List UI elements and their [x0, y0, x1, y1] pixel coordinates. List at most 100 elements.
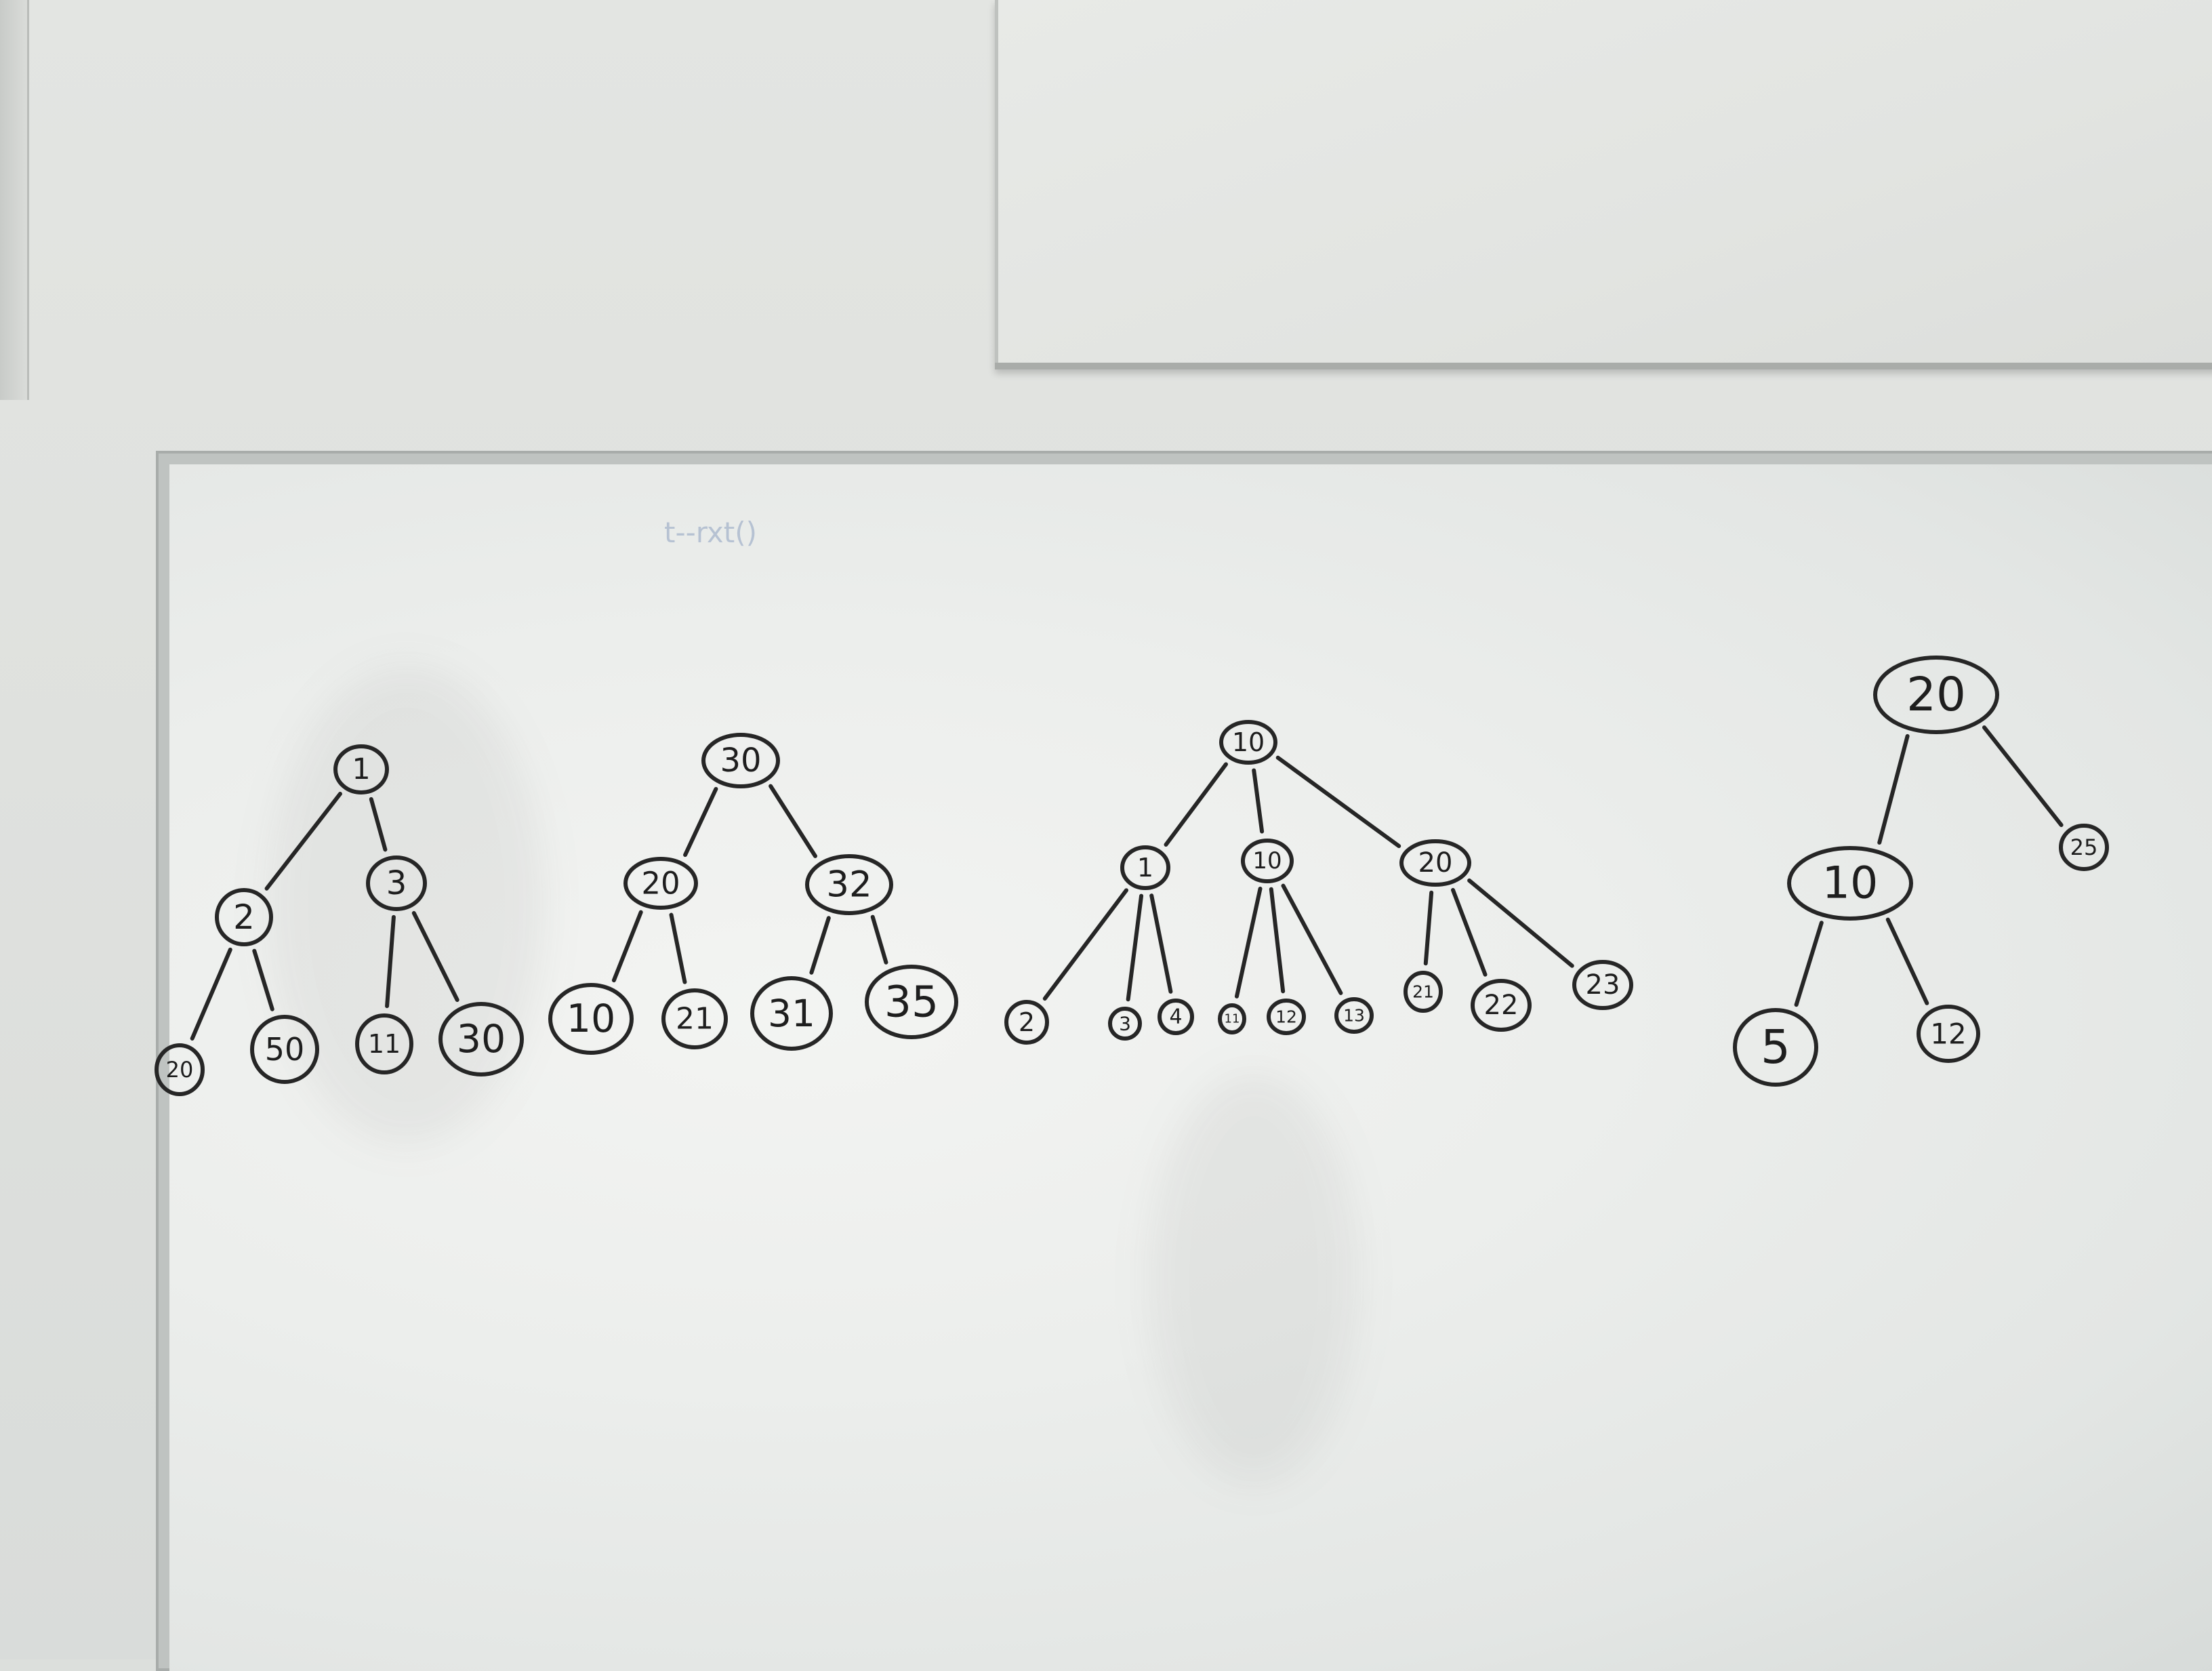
node-circle: [1108, 1007, 1142, 1041]
node-label: 4: [1169, 1005, 1182, 1029]
node-label: 12: [1275, 1007, 1297, 1027]
node-label: 32: [826, 864, 872, 906]
tree-node: 11: [355, 1013, 413, 1074]
node-label: 20: [1418, 847, 1453, 879]
tree-node: 10: [548, 983, 634, 1055]
tree-node: 20: [1873, 656, 1999, 734]
node-circle: [1267, 999, 1306, 1035]
tree-edge: [683, 786, 718, 858]
node-circle: [215, 888, 273, 946]
node-label: 10: [1252, 847, 1282, 874]
node-label: 35: [884, 978, 939, 1027]
node-label: 10: [1822, 858, 1879, 909]
tree-edge: [1126, 893, 1144, 1002]
tree-node: 20: [1399, 839, 1471, 887]
tree-node: 20: [155, 1043, 205, 1096]
tree-node: 2: [215, 888, 273, 946]
node-label: 20: [166, 1057, 194, 1083]
node-circle: [2059, 824, 2109, 871]
node-label: 20: [1906, 668, 1966, 722]
node-circle: [1572, 960, 1633, 1010]
node-circle: [1334, 997, 1374, 1034]
node-circle: [701, 733, 780, 788]
node-circle: [366, 855, 427, 911]
node-label: 21: [1412, 982, 1434, 1002]
tree-edge: [809, 916, 831, 975]
tree-node: 25: [2059, 824, 2109, 871]
node-label: 2: [233, 898, 255, 937]
tree-edge: [1450, 887, 1488, 977]
node-label: 11: [368, 1029, 401, 1059]
node-circle: [1219, 720, 1277, 765]
node-label: 12: [1930, 1018, 1966, 1051]
node-label: 3: [386, 864, 407, 902]
tree-node: 1: [1120, 845, 1170, 890]
wall-panel: [995, 0, 2212, 363]
node-circle: [1873, 656, 1999, 734]
node-label: 30: [720, 742, 761, 780]
node-circle: [661, 988, 728, 1049]
tree-node: 31: [750, 976, 833, 1051]
node-circle: [1471, 979, 1532, 1032]
node-circle: [438, 1002, 524, 1076]
tree-node: 30: [438, 1002, 524, 1076]
tree-edge: [1164, 762, 1228, 847]
smudge: [1152, 1074, 1355, 1481]
tree-node: 21: [1404, 971, 1443, 1013]
tree-node: 12: [1267, 999, 1306, 1035]
node-label: 3: [1119, 1013, 1131, 1035]
node-circle: [1120, 845, 1170, 890]
node-label: 50: [265, 1031, 305, 1068]
tree-node: 2: [1004, 1000, 1049, 1045]
node-label: 30: [457, 1017, 506, 1062]
tree-node: 5: [1733, 1008, 1818, 1087]
tree-node: 1: [333, 744, 389, 794]
node-label: 2: [1019, 1007, 1035, 1037]
node-label: 31: [768, 992, 815, 1035]
tree-edge: [769, 784, 817, 858]
node-circle: [1158, 999, 1194, 1035]
tree-node: 10: [1787, 846, 1913, 921]
node-circle: [750, 976, 833, 1051]
node-circle: [1241, 839, 1294, 883]
node-circle: [333, 744, 389, 794]
tree-edge: [870, 914, 888, 965]
tree-node: 20: [623, 857, 698, 910]
tree-edge: [369, 797, 388, 852]
node-circle: [1399, 839, 1471, 887]
tree-edge: [1467, 878, 1574, 968]
tree-edge: [1885, 917, 1929, 1005]
node-label: 25: [2070, 834, 2098, 860]
node-circle: [805, 854, 893, 915]
node-circle: [548, 983, 634, 1055]
tree-edge: [385, 914, 396, 1009]
node-circle: [865, 965, 958, 1039]
node-circle: [1218, 1003, 1246, 1034]
tree-edge: [1794, 921, 1824, 1007]
faint-scribble: t--rxt(): [664, 516, 757, 549]
node-label: 21: [676, 1002, 714, 1036]
tree-edges: [190, 725, 2064, 1041]
node-circle: [1004, 1000, 1049, 1045]
tree-edge: [1281, 883, 1343, 995]
tree-edge: [190, 947, 232, 1041]
tree-node: 23: [1572, 960, 1633, 1010]
tree-node: 3: [366, 855, 427, 911]
node-label: 1: [1137, 853, 1153, 883]
tree-edge: [1149, 893, 1173, 994]
node-label: 5: [1761, 1020, 1790, 1074]
tree-node: 10: [1241, 839, 1294, 883]
tree-node: 50: [250, 1015, 319, 1084]
tree-edge: [1423, 890, 1434, 966]
tree-node: 13: [1334, 997, 1374, 1034]
tree-edge: [1275, 755, 1401, 849]
node-label: 13: [1343, 1006, 1365, 1026]
node-circle: [1787, 846, 1913, 921]
node-label: 10: [567, 996, 616, 1041]
wall-corner: [0, 0, 29, 400]
tree-edge: [1877, 733, 1910, 845]
tree-edge: [1234, 886, 1263, 999]
node-label: 10: [1232, 727, 1265, 757]
tree-edge: [1982, 725, 2064, 827]
